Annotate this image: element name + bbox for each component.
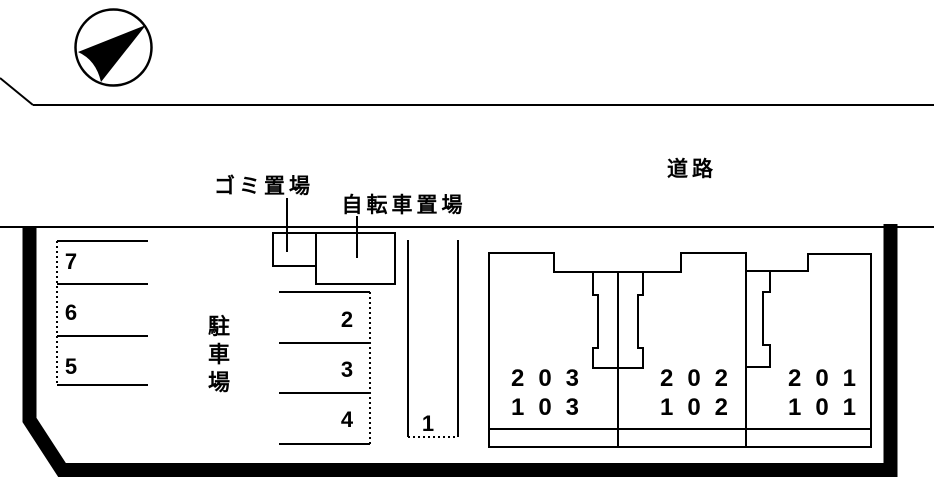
parking-space-7: 7 [65, 249, 77, 274]
parking-space-2: 2 [341, 307, 353, 332]
parking-space-1: 1 [422, 411, 434, 436]
bicycle-area-box [315, 232, 396, 285]
boundary-lines [0, 77, 934, 228]
unit-201-label: 201 [788, 365, 870, 392]
compass-north-icon [74, 8, 153, 87]
road-label: 道路 [667, 157, 717, 181]
bicycle-area-group: 自転車置場 [315, 193, 467, 285]
parking-middle-column: 2 3 4 [279, 291, 371, 445]
parking-front-space: 1 [407, 240, 459, 438]
bicycle-area-label: 自転車置場 [342, 193, 467, 217]
stairwell-left-half [592, 272, 618, 369]
parking-space-4: 4 [341, 407, 354, 432]
garbage-area-group: ゴミ置場 [214, 174, 317, 267]
stairwell-right-half [618, 272, 644, 369]
parking-space-5: 5 [65, 354, 77, 379]
unit-203-label: 203 [511, 365, 593, 392]
road-upper-diagonal-line [0, 77, 34, 106]
parking-area-label: 駐 車 場 [208, 314, 230, 395]
unit-102-label: 102 [660, 394, 742, 421]
parking-label-char-3: 場 [208, 370, 230, 395]
parking-left-column: 7 6 5 [56, 240, 148, 386]
site-perimeter-wall [22, 224, 898, 477]
building-group: 203 103 202 102 201 101 [488, 252, 872, 448]
parking-label-char-2: 車 [208, 342, 230, 367]
compass-needle-icon [78, 25, 146, 82]
parking-space-3: 3 [341, 357, 353, 382]
unit-103-label: 103 [511, 394, 593, 421]
garbage-area-box [272, 232, 317, 267]
parking-label-char-1: 駐 [208, 314, 230, 339]
parking-space-6: 6 [65, 300, 77, 325]
garbage-area-label: ゴミ置場 [214, 174, 314, 198]
stairwell-right-unit [746, 271, 771, 368]
unit-101-label: 101 [788, 394, 870, 421]
unit-202-label: 202 [660, 365, 742, 392]
